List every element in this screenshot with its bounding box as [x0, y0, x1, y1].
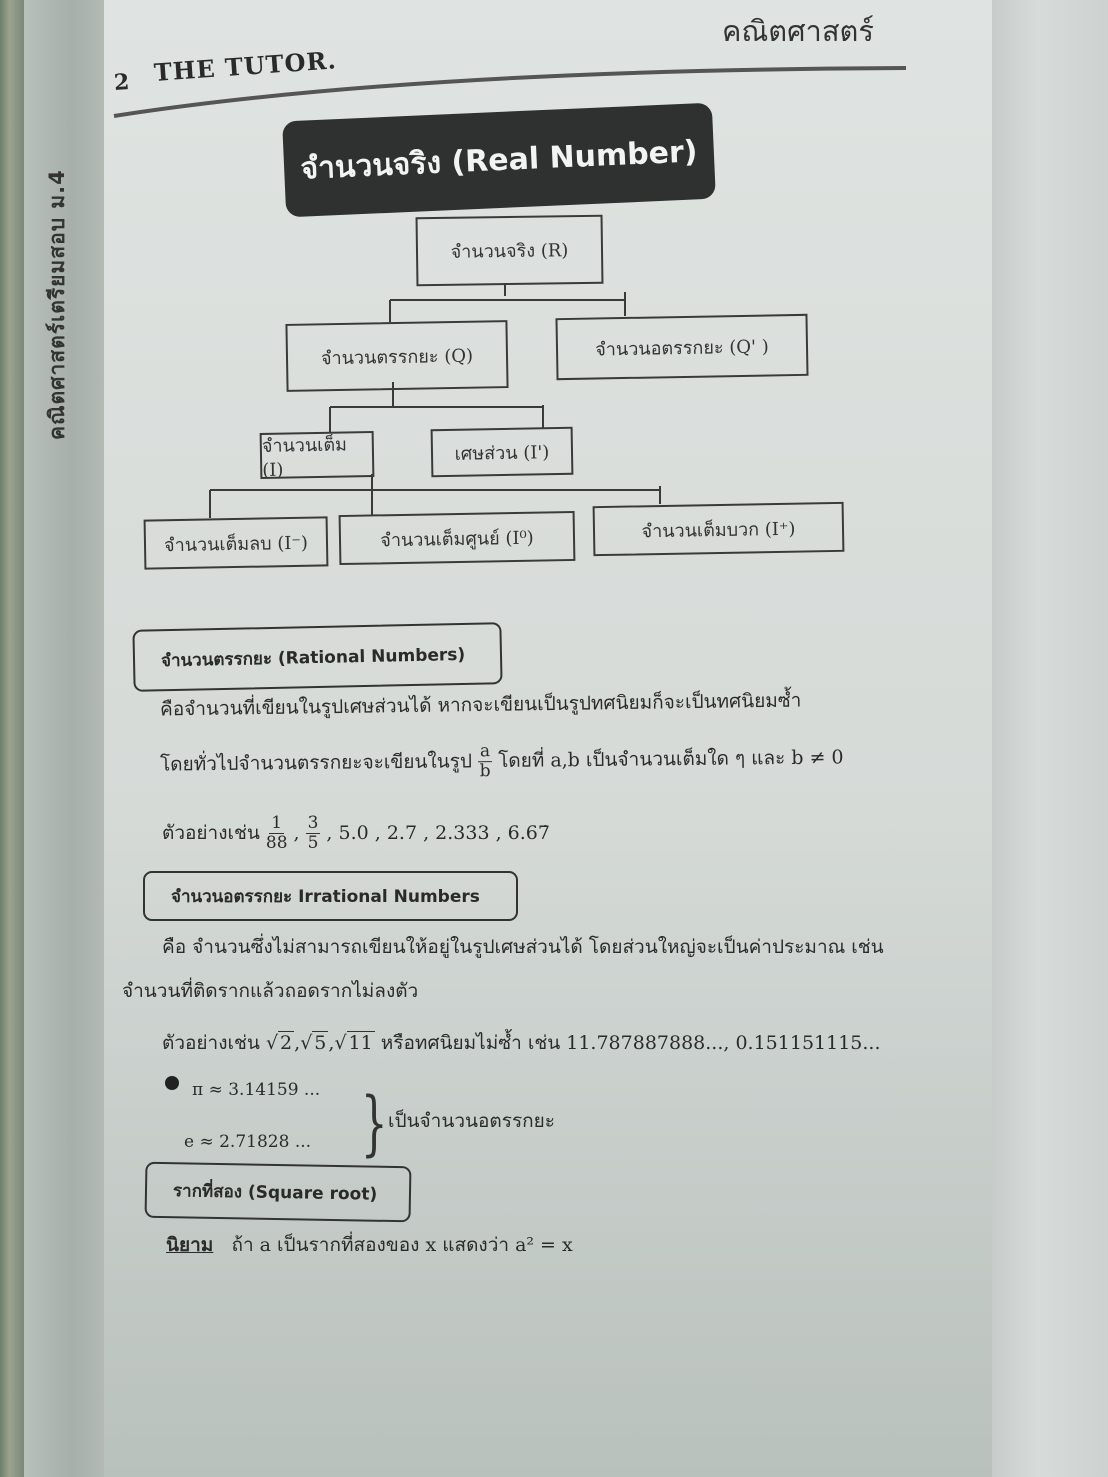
frac-den: b [479, 760, 491, 781]
radicand: 11 [346, 1031, 375, 1054]
rational-heading: จำนวนตรรกยะ (Rational Numbers) [160, 644, 466, 671]
rational-heading-box: จำนวนตรรกยะ (Rational Numbers) [132, 622, 503, 692]
radicand: 2 [278, 1031, 295, 1054]
definition-label: นิยาม [166, 1234, 214, 1256]
next-page-edge [992, 0, 1108, 1477]
node-fraction-label: เศษส่วน (I') [454, 441, 550, 465]
node-real-label: จำนวนจริง (R) [450, 240, 569, 263]
node-integer: จำนวนเต็ม (I) [259, 431, 375, 481]
tree-connectors [209, 283, 661, 518]
node-integer-label: จำนวนเต็ม (I) [261, 434, 348, 481]
e-approximation: e ≈ 2.71828 ... [184, 1132, 312, 1152]
example-values: , 5.0 , 2.7 , 2.333 , 6.67̇ [326, 822, 550, 845]
node-rational: จำนวนตรรกยะ (Q) [285, 320, 509, 392]
sqrt-2: √2 [265, 1031, 295, 1054]
irrational-heading-box: จำนวนอตรรกยะ Irrational Numbers [143, 871, 518, 921]
node-zero-label: จำนวนเต็มศูนย์ (I⁰) [380, 527, 534, 551]
node-negative-label: จำนวนเต็มลบ (I⁻) [163, 532, 309, 556]
node-fraction: เศษส่วน (I') [430, 426, 574, 478]
example-label: ตัวอย่างเช่น [162, 1032, 260, 1054]
sqrt-heading: รากที่สอง (Square root) [172, 1180, 378, 1205]
sqrt-heading-box: รากที่สอง (Square root) [144, 1161, 412, 1223]
frac-den: 88 [265, 832, 288, 853]
node-positive-label: จำนวนเต็มบวก (I⁺) [641, 518, 796, 542]
right-brace-icon: } [360, 1082, 388, 1164]
subject-header: คณิตศาสตร์ [722, 14, 874, 48]
example-label: ตัวอย่างเช่น [162, 822, 260, 845]
book-spine [24, 0, 104, 1477]
node-negative-integer: จำนวนเต็มลบ (I⁻) [143, 516, 329, 570]
sqrt-11: √11 [334, 1031, 375, 1054]
irrational-definition-line2: จำนวนที่ติดรากแล้วถอดรากไม่ลงตัว [122, 980, 419, 1002]
sqrt-5: √5 [300, 1031, 329, 1054]
definition-text: ถ้า a เป็นรากที่สองของ x แสดงว่า a² = x [231, 1234, 573, 1256]
bomb-bullet-icon [165, 1076, 179, 1090]
brace-label: เป็นจำนวนอตรรกยะ [388, 1110, 555, 1132]
header-rule [113, 66, 907, 118]
example-decimals: หรือทศนิยมไม่ซ้ำ เช่น 11.787887888..., 0… [380, 1032, 881, 1054]
pi-approximation: π ≈ 3.14159 ... [192, 1080, 321, 1100]
page [104, 0, 992, 1477]
frac-den: 5 [307, 832, 319, 853]
frac-num: 1 [269, 813, 285, 834]
node-real: จำนวนจริง (R) [415, 214, 604, 287]
node-positive-integer: จำนวนเต็มบวก (I⁺) [592, 501, 845, 557]
book-edge-left [0, 0, 24, 1477]
rational-form-suffix: โดยที่ a,b เป็นจำนวนเต็มใด ๆ และ b ≠ 0 [498, 746, 844, 773]
node-zero-integer: จำนวนเต็มศูนย์ (I⁰) [338, 510, 576, 566]
irrational-examples: ตัวอย่างเช่น √2,√5,√11 หรือทศนิยมไม่ซ้ำ … [162, 1031, 881, 1054]
radicand: 5 [312, 1031, 329, 1054]
frac-num: 3 [305, 813, 321, 834]
sqrt-definition: นิยาม ถ้า a เป็นรากที่สองของ x แสดงว่า a… [166, 1230, 573, 1260]
node-rational-label: จำนวนตรรกยะ (Q) [320, 345, 474, 369]
irrational-heading: จำนวนอตรรกยะ Irrational Numbers [171, 886, 480, 907]
rational-form-prefix: โดยทั่วไปจำนวนตรรกยะจะเขียนในรูป [159, 750, 473, 776]
node-irrational: จำนวนอตรรกยะ (Q' ) [555, 313, 809, 381]
irrational-definition-line1: คือ จำนวนซึ่งไม่สามารถเขียนให้อยู่ในรูปเ… [162, 936, 884, 958]
node-irrational-label: จำนวนอตรรกยะ (Q' ) [595, 335, 769, 361]
frac-num: a [477, 741, 493, 762]
